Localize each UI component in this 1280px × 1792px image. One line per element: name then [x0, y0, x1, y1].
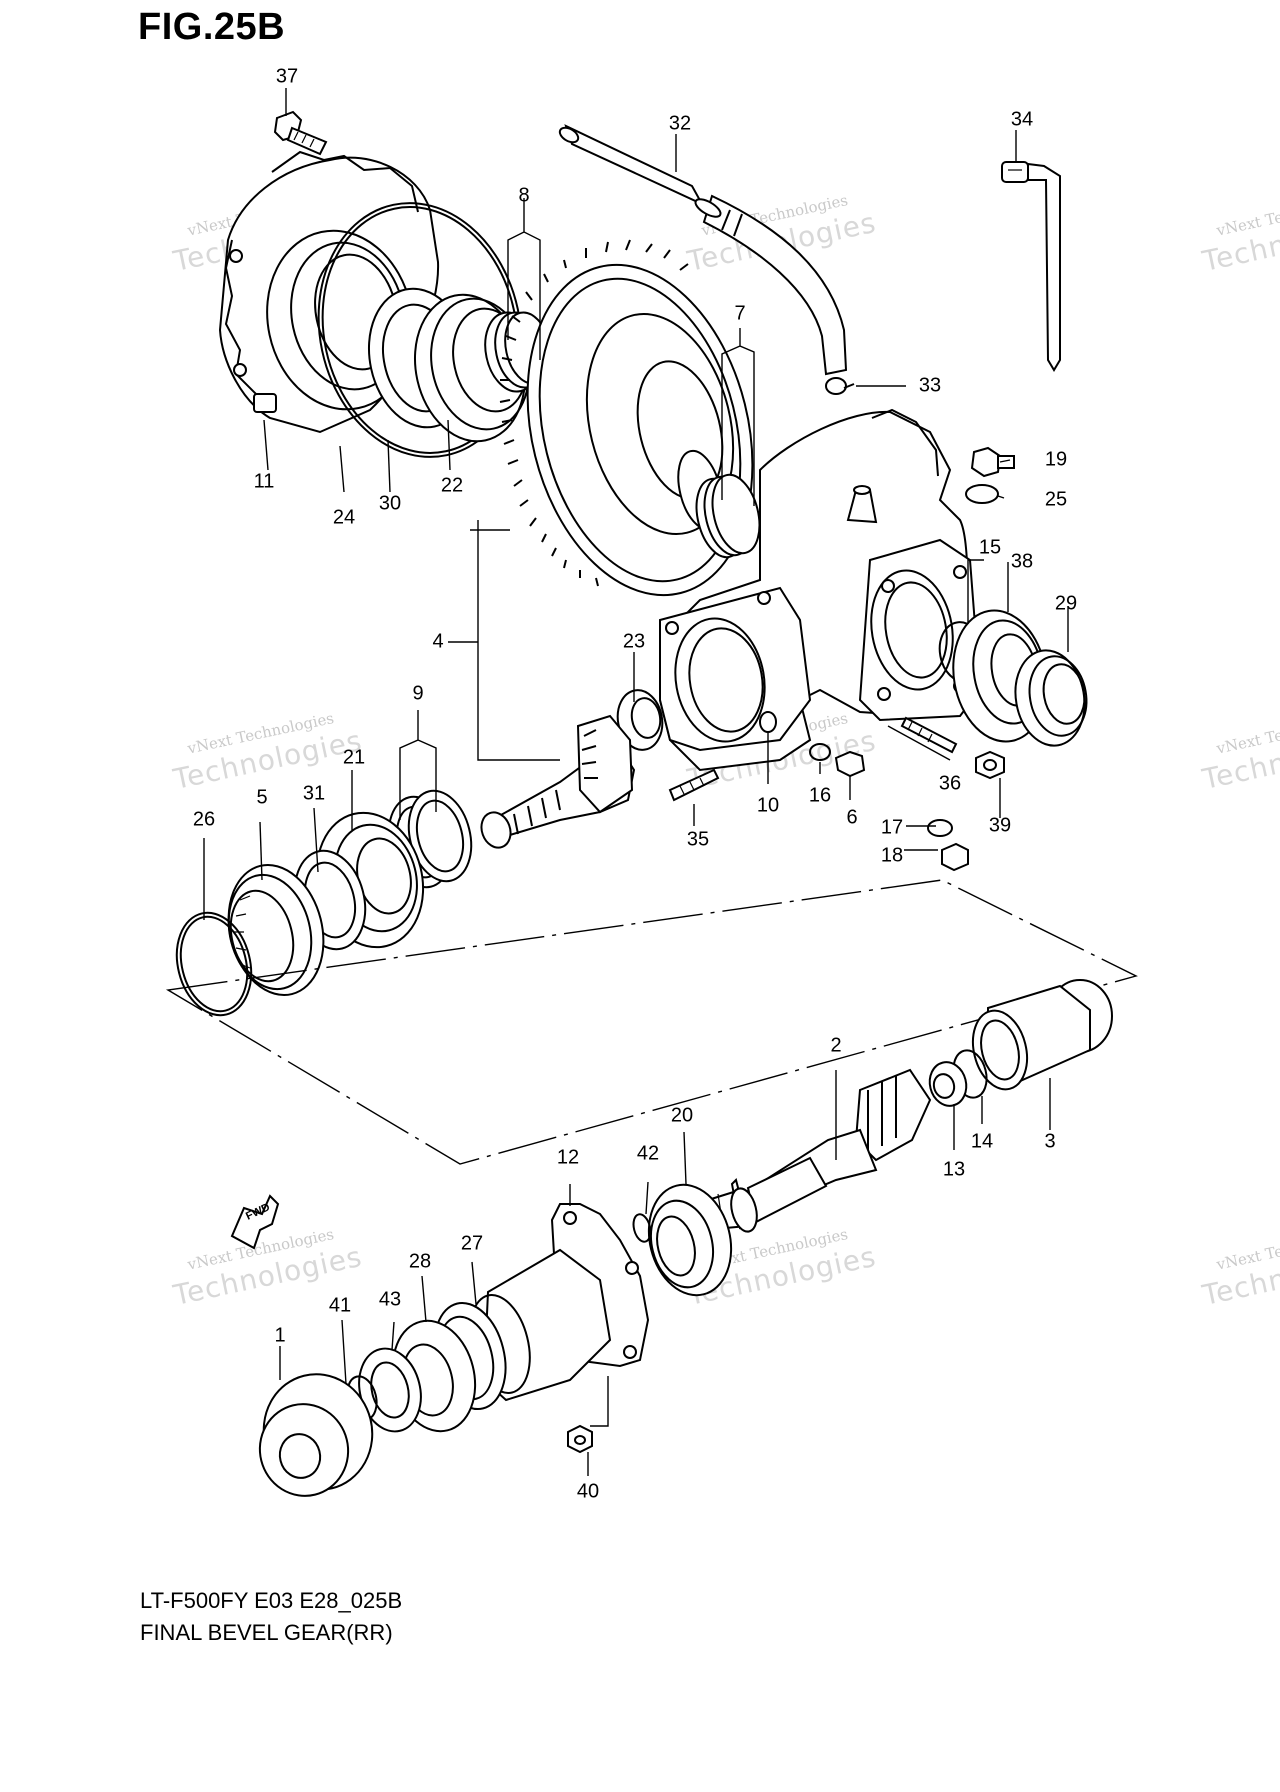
part-bolt-19: [970, 446, 1015, 478]
callout-29: 29: [1054, 592, 1078, 615]
callout-40: 40: [576, 1480, 600, 1503]
callout-38: 38: [1010, 550, 1034, 573]
fwd-arrow-icon: [230, 1194, 280, 1250]
part-nut-40: [567, 1424, 593, 1454]
part-bearing-case-12: [469, 1203, 650, 1402]
part-shims-7: [695, 473, 761, 559]
callout-25: 25: [1044, 488, 1068, 511]
callout-30: 30: [378, 492, 402, 515]
callout-17: 17: [880, 816, 904, 839]
figure-title: FIG.25B: [138, 6, 286, 48]
callout-39: 39: [988, 814, 1012, 837]
callout-2: 2: [830, 1034, 842, 1057]
part-ring-gear-4: [499, 239, 754, 597]
callout-16: 16: [808, 784, 832, 807]
callout-10: 10: [756, 794, 780, 817]
part-pin-10: [759, 711, 777, 733]
part-stud-36: [900, 716, 958, 754]
callout-9: 9: [412, 682, 424, 705]
callout-12: 12: [556, 1146, 580, 1169]
callout-42: 42: [636, 1142, 660, 1165]
part-washer-16: [809, 743, 831, 761]
callout-31: 31: [302, 782, 326, 805]
callout-14: 14: [970, 1130, 994, 1153]
part-stud-35: [668, 768, 720, 802]
callout-18: 18: [880, 844, 904, 867]
part-nut-39: [975, 750, 1005, 780]
part-gasket-25: [965, 484, 999, 504]
callout-4: 4: [432, 630, 444, 653]
part-ring-26: [175, 911, 253, 1017]
leader-lines: [203, 88, 1069, 1476]
callout-24: 24: [332, 506, 356, 529]
callout-1: 1: [274, 1324, 286, 1347]
part-nut-6: [834, 750, 866, 778]
callout-7: 7: [734, 302, 746, 325]
model-code: LT-F500FY E03 E28_025B: [140, 1588, 403, 1613]
part-ring-42: [632, 1213, 652, 1243]
part-nut-13: [928, 1061, 968, 1107]
part-drive-pinion: [480, 714, 636, 849]
part-plug-18: [941, 842, 969, 872]
callout-5: 5: [256, 786, 268, 809]
part-breather-hose-32: [558, 124, 848, 376]
part-gasket-17: [927, 819, 953, 837]
callout-28: 28: [408, 1250, 432, 1273]
part-o-ring-24: [317, 202, 523, 458]
callout-26: 26: [192, 808, 216, 831]
part-gear-case: [659, 408, 982, 772]
callout-3: 3: [1044, 1130, 1056, 1153]
callout-36: 36: [938, 772, 962, 795]
part-oil-seal-29: [1014, 649, 1088, 747]
part-clamp-33: [825, 377, 855, 395]
part-breather-pipe-34: [1001, 161, 1061, 372]
callout-37: 37: [275, 65, 299, 88]
callout-8: 8: [518, 184, 530, 207]
callout-11: 11: [253, 470, 275, 493]
callout-19: 19: [1044, 448, 1068, 471]
assembly-outline: [165, 879, 1138, 1165]
callout-41: 41: [328, 1294, 352, 1317]
callout-34: 34: [1010, 108, 1034, 131]
callout-33: 33: [918, 374, 942, 397]
callout-22: 22: [440, 474, 464, 497]
callout-27: 27: [460, 1232, 484, 1255]
part-bearing-20: [647, 1183, 733, 1297]
callout-32: 32: [668, 112, 692, 135]
callout-6: 6: [846, 806, 858, 829]
callout-20: 20: [670, 1104, 694, 1127]
part-bolt-37: [273, 110, 328, 156]
callout-43: 43: [378, 1288, 402, 1311]
callout-15: 15: [978, 536, 1002, 559]
callout-21: 21: [342, 746, 366, 769]
callout-13: 13: [942, 1158, 966, 1181]
diagram-name: FINAL BEVEL GEAR(RR): [140, 1620, 393, 1645]
part-needle-bearing-23: [616, 689, 664, 751]
callout-35: 35: [686, 828, 710, 851]
part-boot-1: [258, 1373, 374, 1497]
callout-23: 23: [622, 630, 646, 653]
part-lock-nut-5: [227, 864, 325, 996]
part-coupling-3: [971, 979, 1113, 1091]
